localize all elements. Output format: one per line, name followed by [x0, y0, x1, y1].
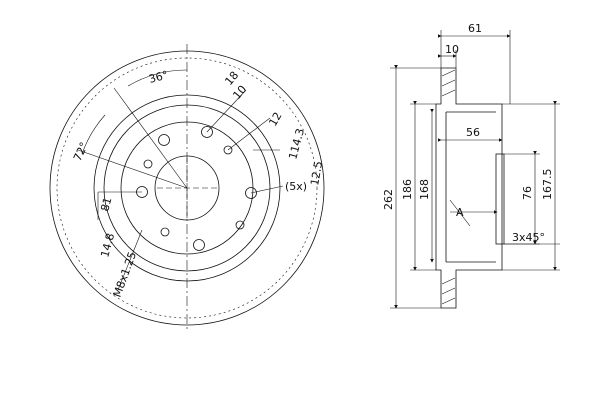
leader: [227, 117, 271, 151]
label-168: 168: [418, 179, 431, 200]
label-14-8: 14.8: [98, 232, 117, 259]
point-a-slash: [449, 199, 471, 227]
front-view: 36° 72° 18 10 12 114.3 (5x) 12.5 81 14.8…: [49, 44, 325, 330]
angle-ray: [77, 149, 188, 189]
bolt-hole: [201, 126, 213, 138]
label-12: 12: [266, 110, 284, 129]
pilot-hole: [235, 220, 245, 230]
section-hatching: [441, 69, 456, 305]
bolt-hole: [158, 134, 170, 146]
label-angle-36: 36°: [147, 68, 169, 86]
pilot-hole: [160, 227, 170, 237]
hub-step: [495, 153, 505, 245]
vent-ring: [56, 57, 318, 319]
label-point-a: A: [456, 206, 464, 219]
pilot-hole: [223, 145, 233, 155]
bolt-hole: [193, 239, 205, 251]
leader: [206, 89, 247, 133]
label-56: 56: [466, 126, 480, 139]
label-10-side: 10: [445, 43, 459, 56]
label-167-5: 167.5: [541, 169, 554, 201]
angle-ray: [113, 87, 188, 189]
label-186: 186: [401, 179, 414, 200]
label-chamfer: 3x45°: [512, 231, 545, 244]
side-view: 61 10 56 262 186 168 76 167.5 A 3x45°: [382, 22, 560, 309]
label-thread: M8x1.25: [111, 250, 139, 299]
label-262: 262: [382, 189, 395, 210]
label-5x: (5x): [285, 180, 307, 193]
pilot-hole: [143, 159, 153, 169]
label-81: 81: [98, 196, 114, 213]
label-angle-72: 72°: [71, 140, 91, 163]
label-61: 61: [468, 22, 482, 35]
label-12-5: 12.5: [308, 160, 325, 186]
label-114-3: 114.3: [286, 127, 307, 161]
angle-arc-36: [127, 69, 188, 87]
bolt-hole: [245, 187, 257, 199]
leader: [250, 185, 284, 194]
leader: [117, 229, 143, 291]
label-76: 76: [521, 186, 534, 200]
